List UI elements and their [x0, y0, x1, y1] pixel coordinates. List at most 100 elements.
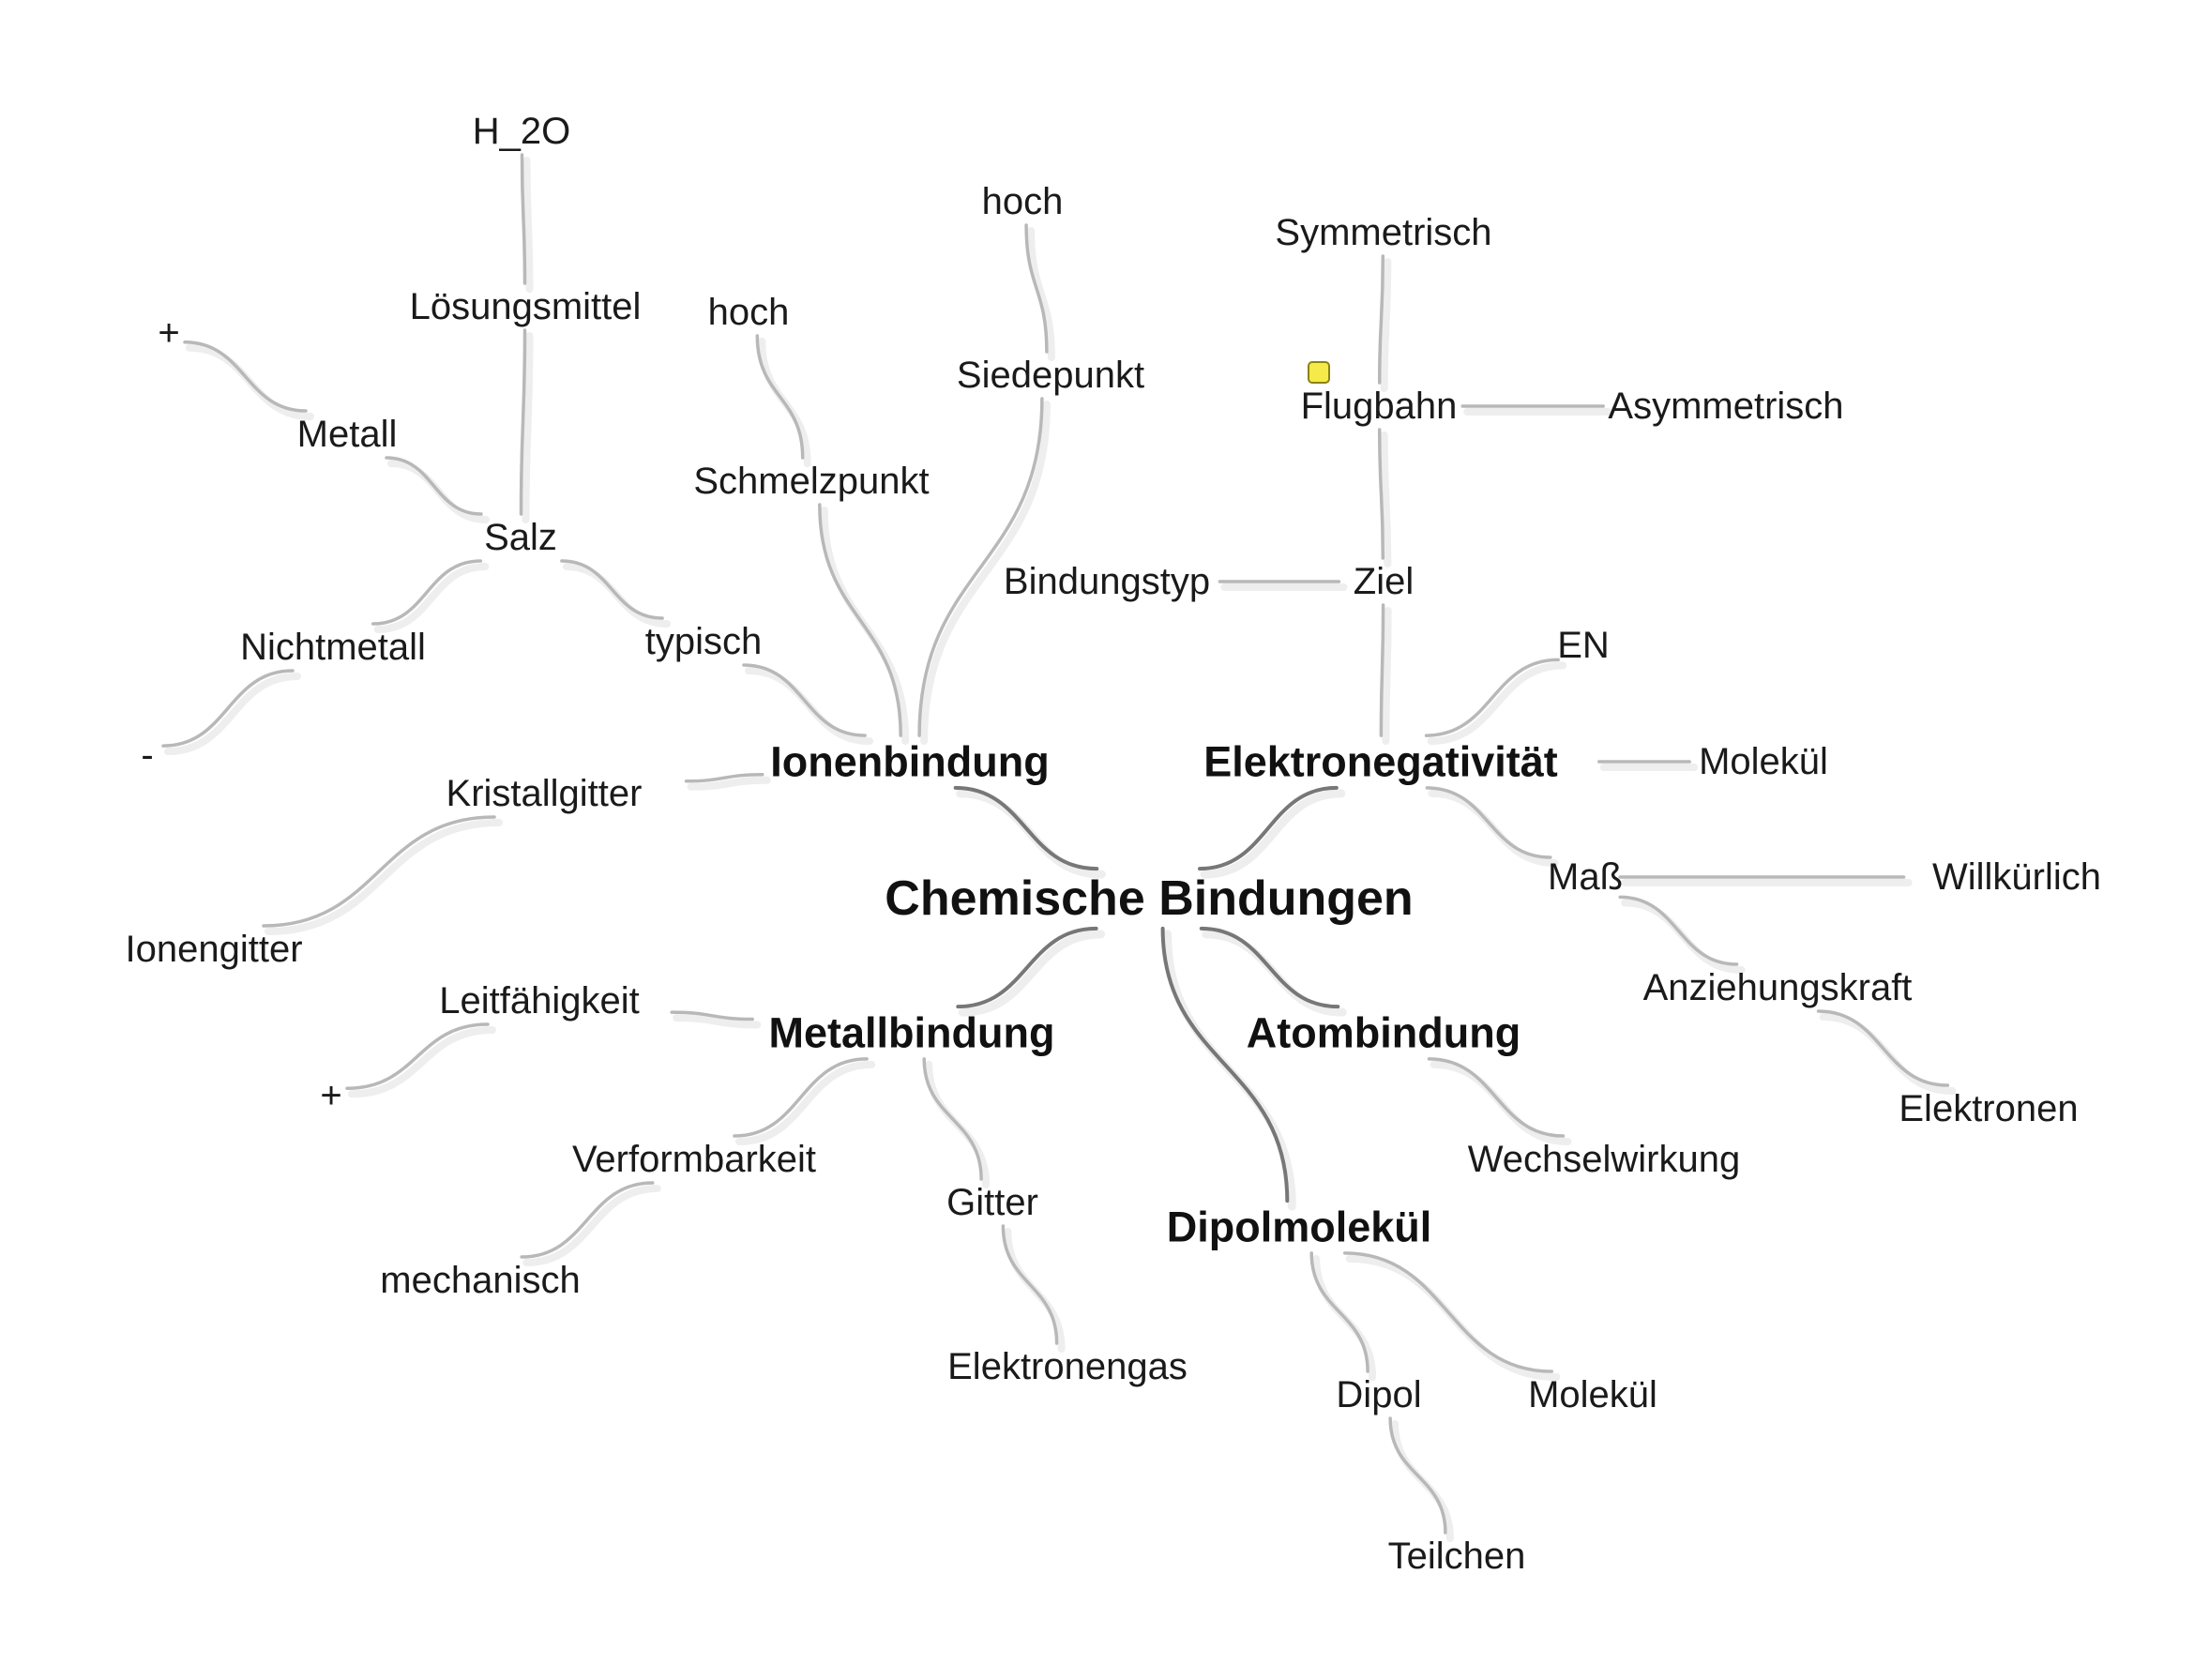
node-metall_s[interactable]: Metall: [297, 414, 398, 455]
edge-elektro-en: [1424, 658, 1560, 737]
node-dipol_m[interactable]: Dipolmolekül: [1167, 1203, 1432, 1251]
edge-root-elektro: [1198, 785, 1339, 871]
edge-siedepunkt-hoch2: [1024, 223, 1049, 354]
node-verformbarkeit[interactable]: Verformbarkeit: [572, 1139, 816, 1180]
node-schmelzpunkt[interactable]: Schmelzpunkt: [693, 461, 929, 502]
edge-root-dipol_m: [1160, 926, 1290, 1203]
markers: [1308, 361, 1330, 384]
edge-metall_b-verformbarkeit: [733, 1057, 869, 1138]
edge-shadow-nichtmetall: [373, 563, 490, 633]
edge-ionen-siedepunkt: [917, 397, 1044, 737]
node-dipol[interactable]: Dipol: [1336, 1374, 1421, 1415]
node-ionengitter[interactable]: Ionengitter: [125, 929, 302, 970]
edge-salz-loesungsmittel: [519, 328, 527, 516]
node-nichtmetall[interactable]: Nichtmetall: [240, 627, 426, 668]
node-siedepunkt[interactable]: Siedepunkt: [957, 355, 1144, 396]
node-metall_b[interactable]: Metallbindung: [769, 1009, 1055, 1057]
edge-gitter-elektronengas: [1001, 1224, 1059, 1345]
edge-shadow-metall_b: [958, 930, 1106, 1017]
node-symmetrisch[interactable]: Symmetrisch: [1275, 212, 1491, 253]
edge-dipol_m-molekuel2: [1342, 1251, 1554, 1373]
edge-elektro-ziel: [1379, 603, 1385, 737]
edge-nichtmetall-minus1: [161, 669, 295, 748]
edge-shadow-ionengitter: [265, 819, 503, 935]
node-root[interactable]: Chemische Bindungen: [885, 871, 1413, 926]
edge-shadow-ziel: [1382, 607, 1392, 746]
node-elektro[interactable]: Elektronegativität: [1203, 738, 1558, 786]
edge-ionen-schmelzpunkt: [818, 503, 902, 737]
edge-shadow-siedepunkt: [920, 401, 1051, 746]
edge-shadow-mechanisch: [522, 1185, 661, 1266]
edge-metall_s-plus1: [183, 340, 308, 413]
node-plus1[interactable]: +: [158, 312, 179, 354]
edge-shadow-kristallgitter: [687, 776, 771, 791]
node-ziel[interactable]: Ziel: [1354, 561, 1414, 602]
edge-shadow-symmetrisch: [1380, 258, 1392, 392]
node-teilchen[interactable]: Teilchen: [1388, 1536, 1526, 1577]
node-molekuel2[interactable]: Molekül: [1528, 1374, 1657, 1415]
node-anziehungskraft[interactable]: Anziehungskraft: [1643, 967, 1913, 1008]
edge-metall_b-leitfaehigkeit: [670, 1010, 754, 1022]
edge-dipol-teilchen: [1388, 1416, 1447, 1535]
edge-ionen-typisch: [742, 663, 867, 737]
node-asymmetrisch[interactable]: Asymmetrisch: [1608, 386, 1843, 427]
edge-loesungsmittel-h2o: [520, 153, 527, 285]
edge-kristallgitter-ionengitter: [262, 815, 496, 928]
edge-root-atom: [1199, 926, 1340, 1009]
node-atom[interactable]: Atombindung: [1247, 1009, 1521, 1057]
note-marker-icon[interactable]: [1308, 361, 1330, 384]
node-flugbahn[interactable]: Flugbahn: [1301, 386, 1458, 427]
edge-shadow-en: [1427, 661, 1567, 746]
edge-ziel-flugbahn: [1377, 428, 1385, 560]
edge-shadow-elektro: [1200, 789, 1346, 879]
node-typisch[interactable]: typisch: [645, 621, 763, 662]
node-kristallgitter[interactable]: Kristallgitter: [446, 773, 643, 814]
node-willkuerlich[interactable]: Willkürlich: [1932, 856, 2101, 898]
node-bindungstyp[interactable]: Bindungstyp: [1004, 561, 1210, 602]
edge-shadow-loesungsmittel: [522, 332, 534, 523]
edge-shadow-flugbahn: [1380, 431, 1392, 568]
node-h2o[interactable]: H_2O: [473, 111, 571, 152]
node-wechselwirkung[interactable]: Wechselwirkung: [1468, 1139, 1741, 1180]
edge-schmelzpunkt-hoch1: [755, 334, 805, 460]
edge-flugbahn-symmetrisch: [1377, 254, 1385, 385]
edge-shadow-minus1: [164, 673, 301, 756]
edge-root-ionen: [953, 785, 1099, 871]
edge-root-metall_b: [956, 926, 1098, 1009]
node-hoch1[interactable]: hoch: [708, 292, 790, 333]
edge-shadow-plus2: [348, 1026, 496, 1098]
edge-mass-anziehungskraft: [1618, 895, 1739, 966]
edge-anziehungskraft-elektronen: [1816, 1009, 1950, 1087]
node-loesungsmittel[interactable]: Lösungsmittel: [410, 286, 642, 327]
edge-shadow-hoch2: [1027, 227, 1055, 361]
node-hoch2[interactable]: hoch: [982, 181, 1064, 222]
edge-dipol_m-dipol: [1309, 1251, 1369, 1373]
node-elektronen[interactable]: Elektronen: [1899, 1088, 2078, 1129]
edge-salz-metall_s: [385, 456, 483, 516]
node-en[interactable]: EN: [1557, 625, 1610, 666]
node-leitfaehigkeit[interactable]: Leitfähigkeit: [439, 980, 639, 1022]
node-mass[interactable]: Maß: [1548, 856, 1623, 898]
edge-elektro-mass: [1425, 786, 1552, 859]
edge-typisch-salz: [560, 559, 664, 620]
edge-shadow-verformbarkeit: [735, 1060, 876, 1145]
node-gitter[interactable]: Gitter: [946, 1182, 1038, 1223]
node-salz[interactable]: Salz: [484, 517, 557, 558]
node-mechanisch[interactable]: mechanisch: [380, 1260, 580, 1301]
node-plus2[interactable]: +: [320, 1075, 341, 1116]
node-ionen[interactable]: Ionenbindung: [770, 738, 1049, 786]
node-minus1[interactable]: -: [141, 734, 153, 776]
edges: [161, 153, 1950, 1535]
edge-verformbarkeit-mechanisch: [520, 1181, 655, 1259]
edge-shadow-h2o: [522, 157, 534, 293]
edge-leitfaehigkeit-plus2: [345, 1022, 490, 1091]
edge-atom-wechselwirkung: [1427, 1057, 1566, 1138]
edge-metall_b-gitter: [922, 1057, 983, 1181]
edge-shadow-leitfaehigkeit: [673, 1014, 762, 1029]
node-molekuel1[interactable]: Molekül: [1699, 741, 1828, 782]
edge-salz-nichtmetall: [371, 559, 483, 626]
node-elektronengas[interactable]: Elektronengas: [947, 1346, 1188, 1387]
edge-ionen-kristallgitter: [684, 772, 764, 783]
